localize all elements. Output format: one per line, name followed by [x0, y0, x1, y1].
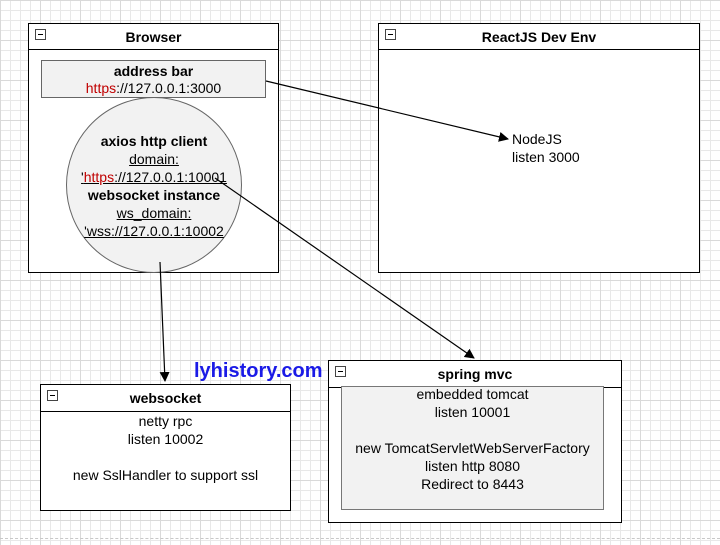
- browser-title: Browser: [125, 28, 182, 45]
- nodejs-line2: listen 3000: [512, 149, 580, 165]
- axios-domain-scheme: https: [83, 169, 115, 185]
- websocket-instance-label: websocket instance: [87, 187, 221, 203]
- websocket-header: websocket: [41, 385, 290, 412]
- react-env-title: ReactJS Dev Env: [481, 28, 597, 45]
- address-bar-url: https://127.0.0.1:3000: [42, 80, 265, 97]
- spring-line2: listen 10001: [434, 404, 511, 420]
- react-env-header: ReactJS Dev Env: [379, 24, 699, 50]
- spring-line5: Redirect to 8443: [421, 476, 524, 492]
- spring-line4: listen http 8080: [425, 458, 520, 474]
- spring-line1: embedded tomcat: [416, 386, 529, 402]
- collapse-icon[interactable]: [47, 390, 58, 401]
- address-bar-label: address bar: [113, 63, 194, 79]
- axios-domain-quote: ': [81, 169, 84, 185]
- axios-domain-value: 'https://127.0.0.1:10001: [66, 168, 242, 186]
- websocket-line1: netty rpc: [138, 413, 193, 429]
- websocket-container[interactable]: websocket: [40, 384, 291, 511]
- nodejs-label: NodeJS listen 3000: [512, 130, 580, 166]
- browser-header: Browser: [29, 24, 278, 50]
- websocket-title: websocket: [129, 390, 202, 406]
- websocket-line2: listen 10002: [127, 431, 204, 447]
- axios-label: axios http client: [100, 133, 208, 149]
- collapse-icon[interactable]: [385, 29, 396, 40]
- websocket-line3: new SslHandler to support ssl: [72, 467, 259, 483]
- spring-mvc-body: embedded tomcat listen 10001 new TomcatS…: [341, 385, 604, 493]
- ws-domain-label: ws_domain:: [116, 205, 192, 221]
- arrow-ws-to-websocket[interactable]: [159, 261, 170, 382]
- arrow-address-to-nodejs[interactable]: [265, 80, 509, 142]
- address-bar-host: ://127.0.0.1:3000: [116, 80, 222, 96]
- spring-mvc-title: spring mvc: [437, 366, 513, 382]
- address-bar-box[interactable]: address bar https://127.0.0.1:3000: [41, 60, 266, 98]
- ws-domain-value: 'wss://127.0.0.1:10002: [84, 223, 224, 239]
- watermark-text: lyhistory.com: [194, 360, 323, 382]
- nodejs-line1: NodeJS: [512, 131, 562, 147]
- collapse-icon[interactable]: [35, 29, 46, 40]
- axios-client-text: axios http client domain: 'https://127.0…: [66, 132, 242, 240]
- embedded-tomcat-box[interactable]: [341, 386, 604, 510]
- arrow-axios-to-spring[interactable]: [214, 177, 475, 359]
- react-env-container[interactable]: ReactJS Dev Env: [378, 23, 700, 273]
- page-break-line: [0, 538, 720, 539]
- axios-domain-host: ://127.0.0.1:10001: [114, 169, 227, 185]
- collapse-icon[interactable]: [335, 366, 346, 377]
- axios-domain-label: domain:: [129, 151, 179, 167]
- websocket-body: netty rpc listen 10002 new SslHandler to…: [40, 412, 291, 484]
- spring-line3: new TomcatServletWebServerFactory: [355, 440, 590, 456]
- address-bar-scheme: https: [85, 80, 117, 96]
- axios-client-circle[interactable]: [66, 97, 242, 273]
